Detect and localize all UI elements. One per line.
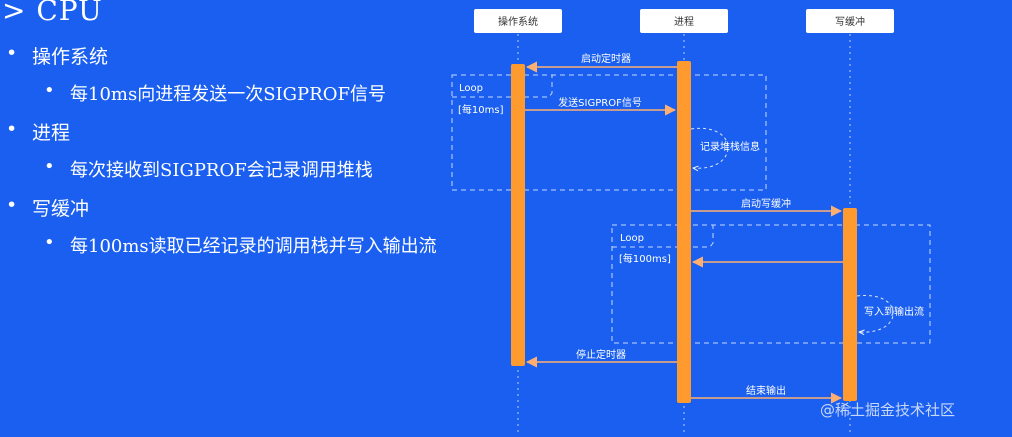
message-label: 结束输出 <box>746 384 786 397</box>
slide-title: > CPU <box>2 0 103 27</box>
bullet-dot: • <box>44 156 55 177</box>
participant-process-label: 进程 <box>674 16 694 28</box>
message-start-buffer: 启动写缓冲 <box>691 197 843 217</box>
bullet-label-buffer: 写缓冲 <box>32 198 90 220</box>
loop-condition: [每10ms] <box>458 103 504 116</box>
participant-os: 操作系统 <box>474 9 562 33</box>
bullet-dot: • <box>6 118 18 140</box>
participant-os-label: 操作系统 <box>498 15 538 28</box>
bullet-dot: • <box>44 232 55 253</box>
message-label: 启动写缓冲 <box>741 197 791 210</box>
loop-tag: Loop <box>620 233 644 244</box>
watermark: @稀土掘金技术社区 <box>820 401 956 419</box>
bullet-dot: • <box>6 42 18 64</box>
bullet-label-os: 操作系统 <box>32 46 109 68</box>
bullet-dot: • <box>6 194 18 216</box>
message-label: 发送SIGPROF信号 <box>558 96 642 109</box>
message-label: 停止定时器 <box>576 348 626 361</box>
activation-os <box>511 64 525 366</box>
participant-process: 进程 <box>640 9 728 33</box>
activation-process <box>677 61 691 403</box>
bullet-sub-process: 每次接收到SIGPROF会记录调用堆栈 <box>70 160 373 181</box>
message-send-signal: 发送SIGPROF信号 <box>525 96 677 116</box>
bullet-sub-buffer: 每100ms读取已经记录的调用栈并写入输出流 <box>70 236 437 257</box>
bullet-label-process: 进程 <box>32 122 71 144</box>
message-start-timer: 启动定时器 <box>525 52 677 73</box>
loop-frame-10ms: Loop [每10ms] <box>451 74 767 191</box>
loop-frame-100ms: Loop [每100ms] <box>611 224 931 344</box>
message-record-stack: 记录堆栈信息 <box>690 127 760 168</box>
message-end-output: 结束输出 <box>691 384 843 404</box>
message-write-stream: 写入到输出流 <box>856 295 924 332</box>
participant-buffer-label: 写缓冲 <box>835 15 865 28</box>
participant-buffer: 写缓冲 <box>806 9 894 33</box>
message-label: 启动定时器 <box>581 52 631 65</box>
bullet-sub-os: 每10ms向进程发送一次SIGPROF信号 <box>70 84 386 105</box>
message-stop-timer: 停止定时器 <box>525 348 677 368</box>
activation-buffer <box>843 208 857 401</box>
message-label: 记录堆栈信息 <box>700 140 760 153</box>
message-label: 写入到输出流 <box>864 305 924 318</box>
loop-condition: [每100ms] <box>619 252 671 265</box>
loop-tag: Loop <box>459 83 483 94</box>
bullet-dot: • <box>44 80 55 101</box>
